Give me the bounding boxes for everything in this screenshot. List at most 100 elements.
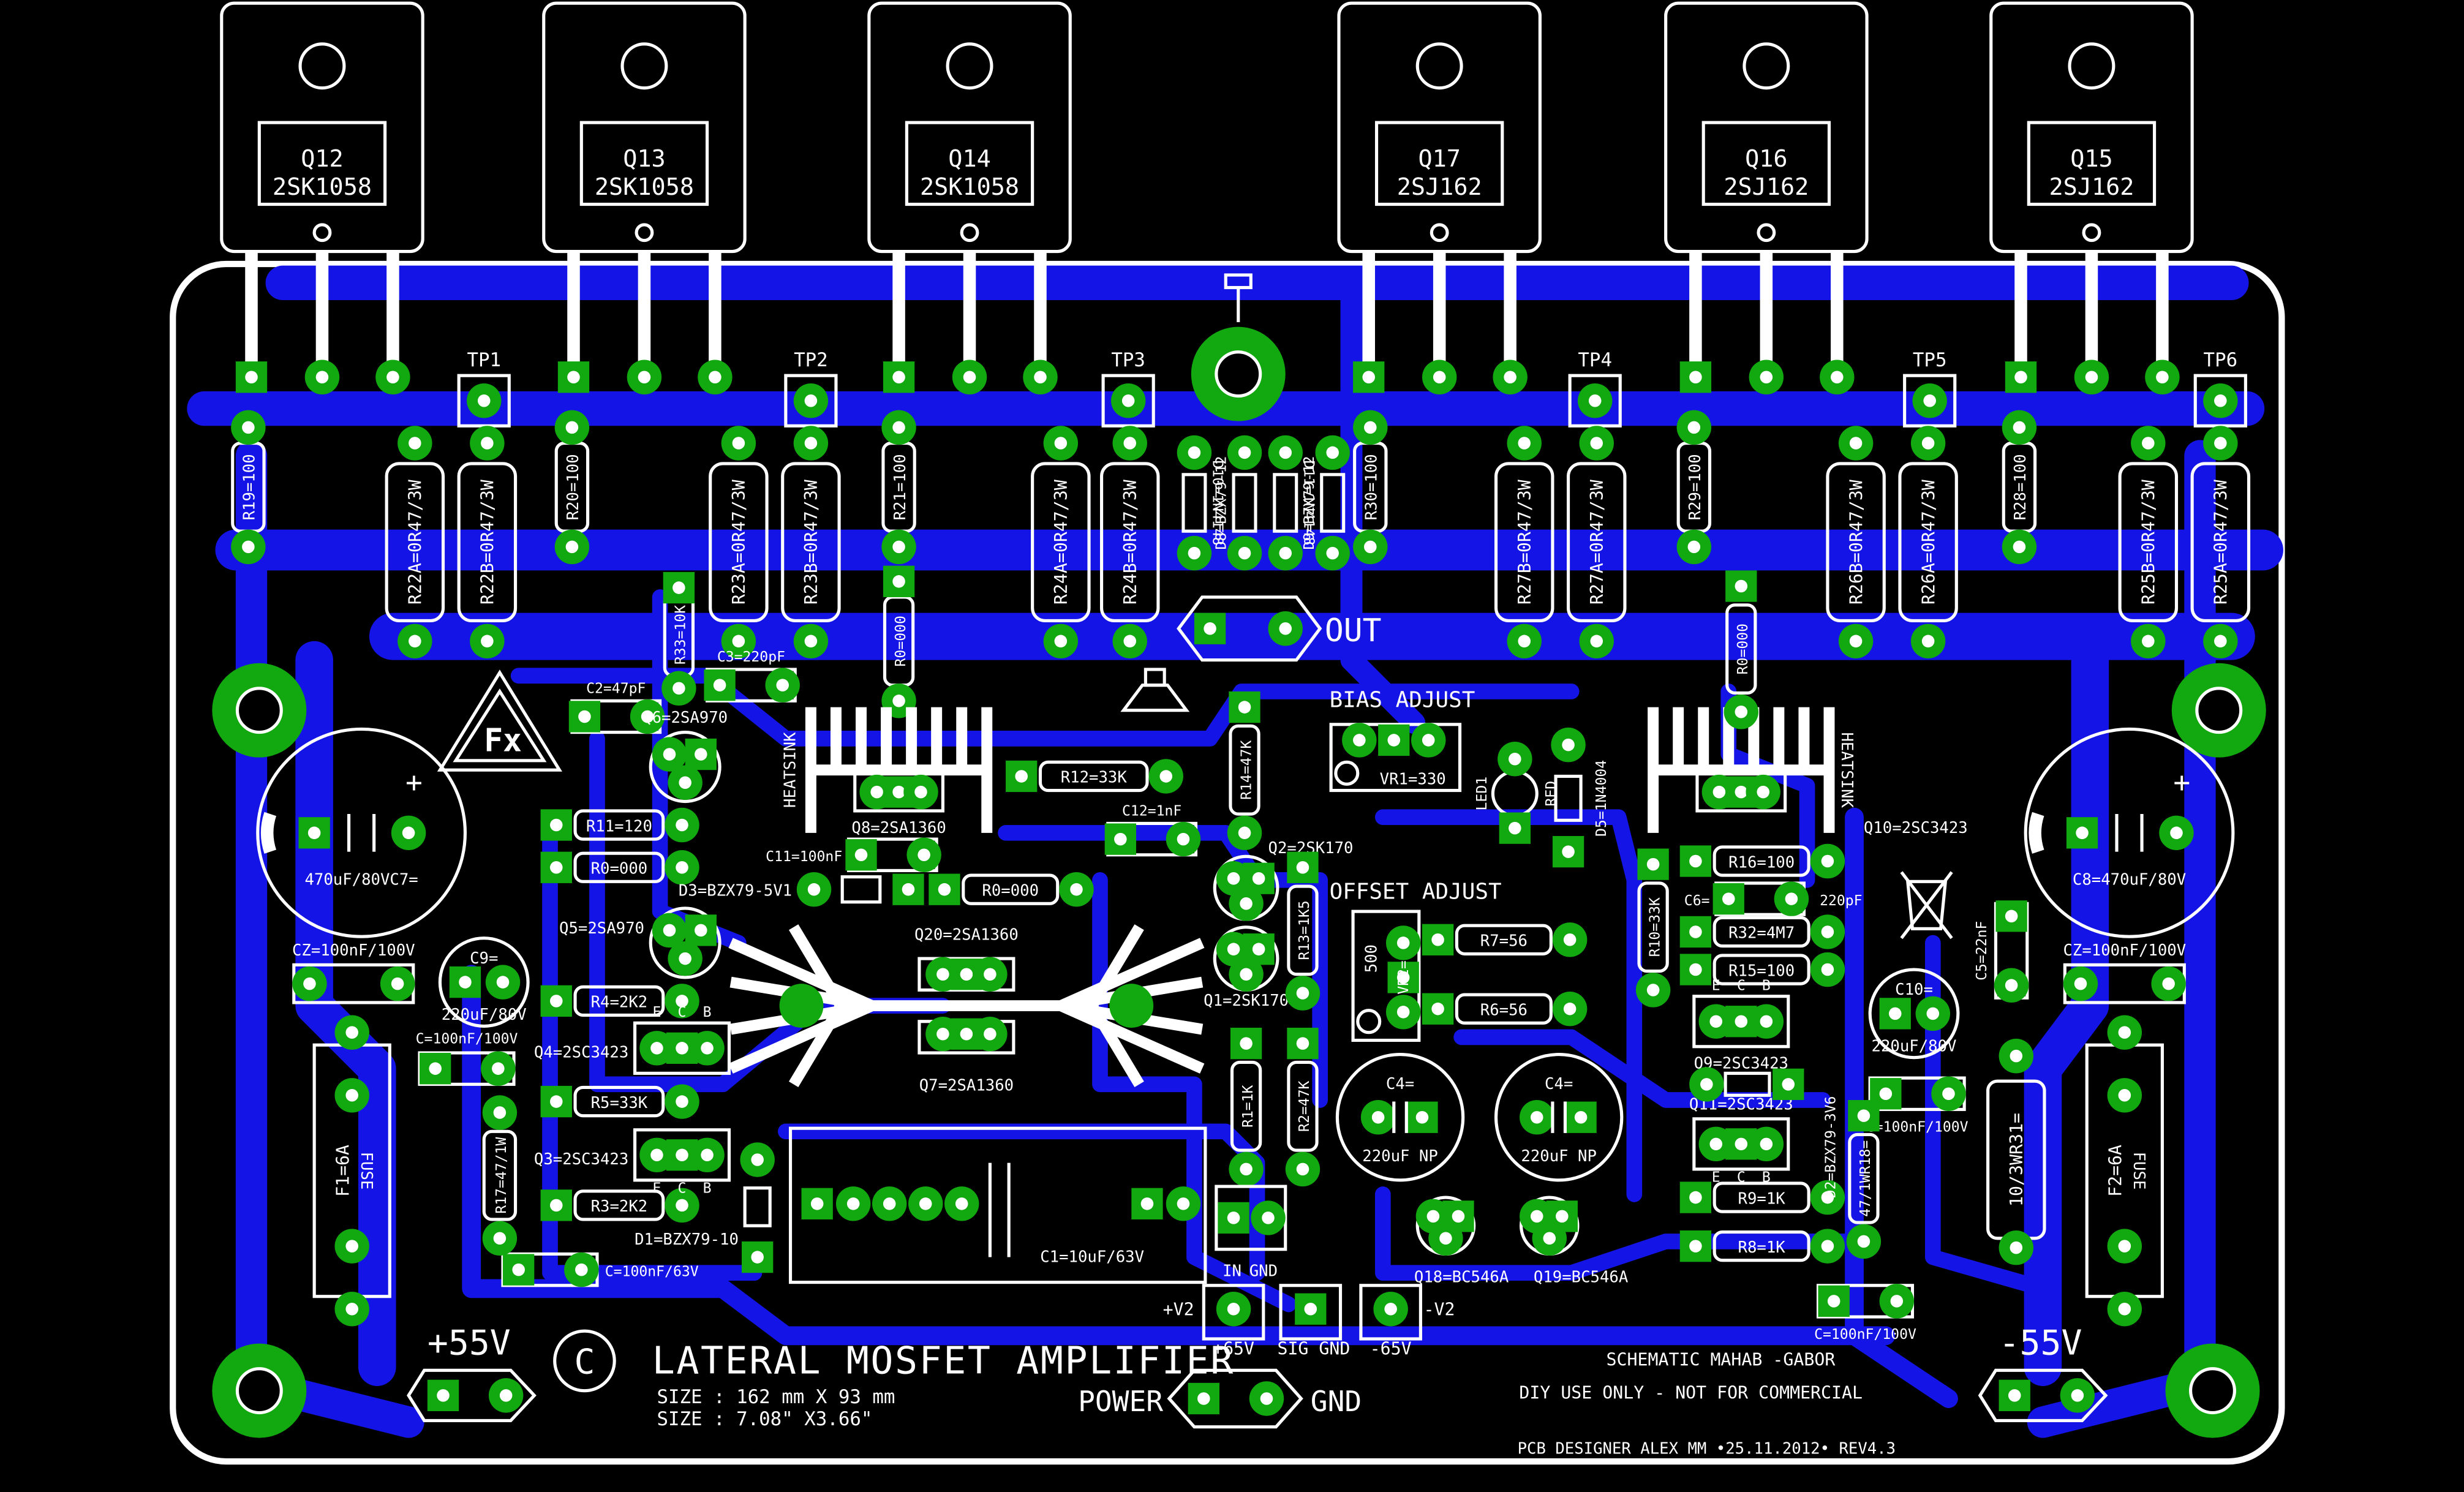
diode-d3: D3=BZX79-5V1 [679,872,924,907]
capacitor-c10: C10= 220uF/80V [1868,968,1960,1060]
svg-text:HEATSINK: HEATSINK [1837,732,1856,808]
svg-text:R30=100: R30=100 [1363,454,1381,520]
transistor-q17: Q17 2SJ162 [1337,1,1542,254]
weee-bin-icon [1900,871,1953,940]
capacitor-c1: C1=10uF/63V [788,1126,1207,1284]
svg-text:SIG GND: SIG GND [1277,1339,1350,1359]
svg-text:D2=BZX79-3V6: D2=BZX79-3V6 [1823,1096,1839,1199]
svg-text:R1=1K: R1=1K [1240,1085,1256,1128]
svg-text:R15=100: R15=100 [1728,962,1795,980]
svg-text:2SK1058: 2SK1058 [595,173,694,201]
svg-text:C=100nF/100V: C=100nF/100V [1866,1119,1969,1135]
svg-text:Q17: Q17 [1418,145,1460,173]
power-terminals: IN GND +V2 -V2 +65V SIG GND -65V [1163,1185,1455,1359]
capacitor-c4-b: C4=220uF NP [1494,1053,1624,1182]
transistor-q12: Q12 2SK1058 [220,1,424,254]
transistor-part: 2SK1058 [273,173,372,201]
svg-text:Q18=BC546A: Q18=BC546A [1414,1268,1509,1287]
capacitor-c5: C5=22nF [1974,900,2029,1003]
svg-text:LED1: LED1 [1474,777,1490,811]
svg-text:D3=BZX79-5V1: D3=BZX79-5V1 [679,881,792,900]
svg-text:C: C [574,1342,595,1382]
svg-text:BIAS ADJUST: BIAS ADJUST [1330,688,1475,713]
svg-text:10/3WR31=: 10/3WR31= [2006,1113,2027,1207]
svg-text:F2=6A: F2=6A [2106,1145,2126,1197]
power-transistors: Q12 2SK1058 Q13 2SK1058 Q14 2SK1058 Q17 … [220,1,2194,254]
svg-text:R0=000: R0=000 [982,881,1039,900]
svg-text:E: E [653,1004,661,1020]
svg-text:2SJ162: 2SJ162 [2049,173,2134,201]
svg-text:R26B=0R47/3W: R26B=0R47/3W [1846,480,1866,605]
svg-text:R0=000: R0=000 [1735,624,1751,674]
capacitor-c4-a: C4=220uF NP [1335,1053,1465,1182]
diodes-top: D10=1N4148 D8=BZX79-12 D11=1N4148 D9=BZX… [1177,435,1350,571]
svg-text:R8=1K: R8=1K [1738,1238,1786,1257]
power-resistors: R22A=0R47/3W R22B=0R47/3W R23A=0R47/3W R… [385,426,2251,659]
offset-adjust: OFFSET ADJUST 500 VR2= [1330,880,1502,1042]
svg-text:-65V: -65V [1370,1339,1412,1359]
svg-text:CZ=100nF/100V: CZ=100nF/100V [2063,941,2186,960]
fx-logo: Fx [437,669,562,772]
power-connector: POWER GND [1078,1368,1362,1429]
svg-text:B: B [1762,1169,1771,1185]
capacitor-c8: + C8=470uF/80V [2024,727,2235,938]
svg-text:C10=: C10= [1895,981,1933,999]
svg-text:D1=BZX79-10: D1=BZX79-10 [635,1230,739,1249]
svg-text:R22B=0R47/3W: R22B=0R47/3W [478,480,498,605]
out-connector: OUT [1177,595,1382,662]
svg-text:Q20=2SA1360: Q20=2SA1360 [914,925,1019,944]
svg-text:C2=47pF: C2=47pF [586,680,646,696]
svg-text:C1=10uF/63V: C1=10uF/63V [1040,1248,1144,1266]
svg-text:D8=BZX79-12: D8=BZX79-12 [1213,456,1229,550]
svg-text:Q5=2SA970: Q5=2SA970 [559,919,644,938]
svg-text:R0=000: R0=000 [893,616,909,666]
svg-text:TP1: TP1 [467,349,501,371]
resistors-right: R10=33K R16=100 R32=4M7 R15=100 R9=1K R8… [1635,570,1882,1264]
transistor-legs [245,251,2169,377]
svg-text:C4=: C4= [1545,1075,1573,1093]
svg-text:E: E [653,1180,661,1196]
svg-text:Q14: Q14 [948,145,990,173]
svg-text:TP5: TP5 [1913,349,1947,371]
svg-text:B: B [1762,978,1771,993]
svg-text:220uF/80V: 220uF/80V [1872,1037,1957,1055]
capacitor-100n-left: C=100nF/100V [416,1031,518,1086]
svg-text:GND: GND [1249,1262,1278,1280]
svg-text:R23A=0R47/3W: R23A=0R47/3W [729,480,749,605]
svg-text:470uF/80VC7=: 470uF/80VC7= [304,870,418,889]
capacitor-c3: C3=220pF [704,649,800,703]
transistor-q13: Q13 2SK1058 [542,1,747,254]
svg-text:C8=470uF/80V: C8=470uF/80V [2073,870,2186,889]
svg-text:POWER: POWER [1078,1385,1163,1418]
svg-text:220uF/80V: 220uF/80V [442,1006,527,1024]
svg-text:R0=000: R0=000 [591,860,648,878]
svg-text:F1=6A: F1=6A [333,1145,353,1197]
svg-text:Q13: Q13 [623,145,665,173]
svg-text:R27A=0R47/3W: R27A=0R47/3W [1587,480,1607,605]
capacitor-c7: + 470uF/80VC7= [256,727,467,938]
test-points: TP1 TP2 TP3 TP4 TP5 TP6 [457,349,2247,428]
diode-d5: D5=1N4004 [1551,727,1610,868]
svg-text:R29=100: R29=100 [1686,454,1705,520]
board-outline [170,260,2285,1465]
fuse-f1: F1=6A FUSE [312,1015,391,1327]
svg-text:-V2: -V2 [1424,1299,1455,1319]
svg-text:C: C [678,1004,687,1020]
svg-text:TP6: TP6 [2204,349,2238,371]
svg-text:R24A=0R47/3W: R24A=0R47/3W [1051,480,1071,605]
plus-55v-terminal: +55V [407,1324,537,1422]
svg-text:C9=: C9= [470,949,498,968]
small-transistors: Q6=2SA970 Q5=2SA970 Q2=2SK170 Q1=2SK170 … [559,709,1628,1286]
mounting-hole [1191,327,1286,421]
svg-text:Fx: Fx [484,722,522,759]
svg-text:Q6=2SA970: Q6=2SA970 [642,709,728,727]
resistor-r31: 10/3WR31= [1986,1038,2046,1265]
svg-text:R26A=0R47/3W: R26A=0R47/3W [1918,480,1938,605]
speaker-icon [1120,668,1190,712]
svg-text:SIZE : 162 mm X 93 mm: SIZE : 162 mm X 93 mm [657,1386,895,1408]
svg-text:R22A=0R47/3W: R22A=0R47/3W [405,480,426,605]
fuse-f2: F2=6A FUSE [2085,1015,2164,1327]
svg-text:D11=1N4148: D11=1N4148 [1301,461,1317,546]
resistor-r17: R17=47/1W [482,1095,518,1256]
